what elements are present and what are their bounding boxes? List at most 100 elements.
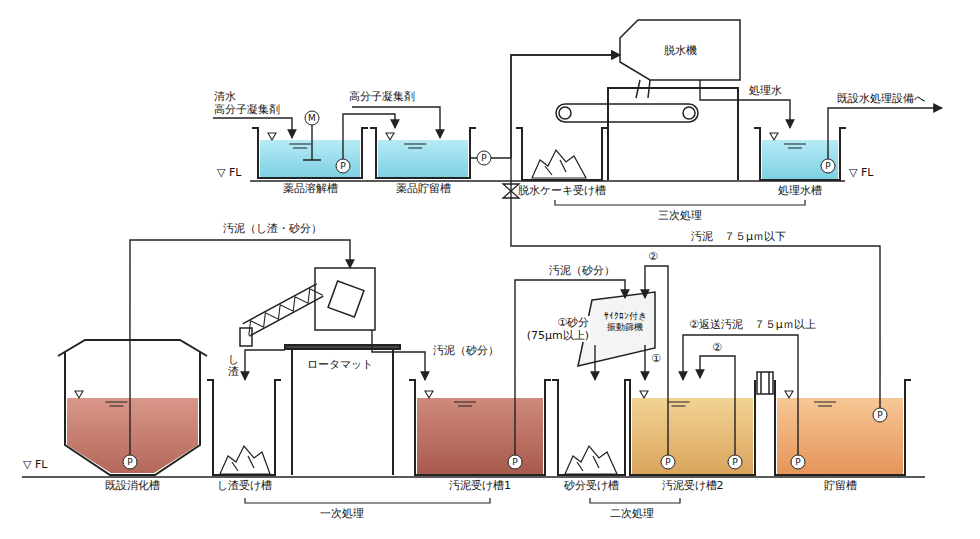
flow-label: ② [647,250,659,263]
tank-wall [252,128,368,178]
tank: 薬品貯留槽 [376,128,470,178]
generated-strokes [784,144,806,148]
tank-wall [552,380,631,475]
pipe [303,125,321,160]
generated-strokes [454,402,476,406]
pipe [129,340,130,455]
flow-label: し渣 [227,354,240,378]
pump-symbol: P [728,455,743,470]
generated-strokes [243,284,324,336]
generated-strokes [386,133,394,140]
tank-water [260,140,360,177]
rotamat-stand [292,349,393,475]
pipe [352,107,440,138]
flow-pipe [683,335,798,380]
pump-symbol: M [305,111,320,126]
flow-label: 処理水 [748,84,783,97]
flow-pipe [644,345,645,380]
node-label: 汚泥受け槽1 [449,479,511,492]
generated-strokes [770,133,778,140]
floor-line [250,180,845,182]
dewatering-machine: 脱水機 [620,20,740,80]
generated-strokes [404,144,426,148]
flow-label: 汚泥 ７５μｍ以下 [690,230,787,243]
pipe [667,380,668,455]
flow-pipe [343,114,395,128]
flow-label: 汚泥（し渣・砂分） [222,222,323,235]
generated-strokes [814,402,836,406]
generated-strokes [75,133,836,406]
rotamat-screen: ロータマット [285,268,400,375]
pipe [213,118,292,138]
node-label: 処理水槽 [778,184,822,197]
node-label: し渣受け槽 [217,479,272,492]
generated-strokes [289,144,311,148]
tank-wall [409,380,551,475]
stage-bracket [555,200,805,205]
node-label: ロータマット [307,358,373,371]
rotamat-stand [285,345,400,475]
flow-pipe [245,350,285,380]
flow-label: ①砂分 (75μm以上) [524,316,590,342]
flow-pipe [511,55,880,380]
flow-label: 汚泥（砂分） [548,264,616,277]
flow-pipe [645,266,668,380]
belt-conveyor [556,104,698,122]
tank-wall [58,340,207,356]
cake-pile [220,150,617,474]
rotamat-drum [240,268,375,346]
callout-label: 三次処理 [657,209,703,222]
weir-gate [757,372,773,394]
pump-symbol: P [661,455,676,470]
cake-pile [532,150,586,178]
flow-pipe [130,240,350,340]
dewatering-machine-body [620,20,740,98]
pipe [514,380,515,455]
node-label: 既設消化槽 [105,479,160,492]
callout-label: ▽ FL [848,166,874,179]
cake-hopper: 脱水ケーキ受け槽 [522,128,602,180]
rotamat-drum [315,268,375,330]
callout-label: 高分子凝集剤 [213,103,281,116]
pipe [797,380,798,455]
callout-label: 二次処理 [609,507,655,520]
callout-label: 清水 [213,90,237,103]
tank-wall [65,352,200,475]
flow-pipe [400,352,425,380]
tank-wall [58,128,911,475]
pump-symbol: P [791,455,806,470]
rotamat-drum [240,328,252,346]
callout-label: ▽ FL [216,166,242,179]
cake-pile [565,446,617,474]
callout-label: 高分子凝集剤 [348,90,416,103]
flow-label: ① [650,352,662,365]
pipe [700,356,735,455]
tank-wall [370,128,476,178]
floor-line [22,181,925,477]
cake-pile [232,160,599,471]
pump-symbol: P [477,151,492,166]
rotamat-drum [328,281,364,317]
pipe [372,330,400,352]
stage-bracket [590,498,680,503]
pipe [342,128,343,159]
floor-line [22,476,925,478]
generated-strokes [249,289,323,335]
connector-group [130,55,880,380]
pipe [879,380,880,408]
pump-symbol: P [123,455,138,470]
node-label: 砂分受け槽 [564,479,619,492]
tank-water [762,140,838,179]
stage-bracket [245,498,490,503]
tank-water [777,398,903,474]
sand-hopper: 砂分受け槽 [558,380,625,475]
flow-pipe [700,80,790,128]
node-label: 脱水ケーキ受け槽 [518,184,606,197]
pipe [130,107,942,455]
cake-pile [220,446,270,474]
belt-conveyor [608,88,738,180]
dewatering-machine-body [620,20,740,80]
belt-conveyor [556,88,738,180]
